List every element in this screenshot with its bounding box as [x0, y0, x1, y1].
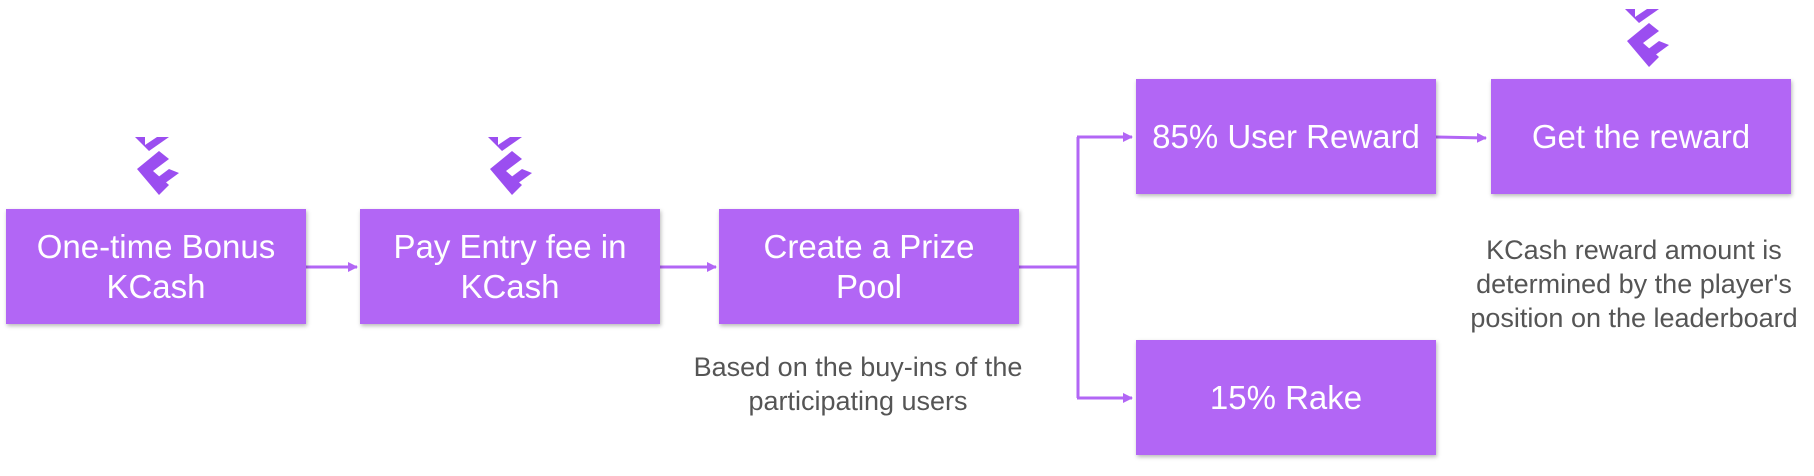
note-reward-amount: KCash reward amount is determined by the…: [1470, 235, 1798, 333]
node-bonus-label: One-time Bonus KCash: [36, 227, 276, 305]
node-rake-label: 15% Rake: [1209, 378, 1363, 416]
kcash-logo-icon: [1625, 9, 1669, 67]
node-get-reward-label: Get the reward: [1531, 117, 1751, 155]
kcash-logo-icon: [135, 137, 179, 195]
arrow-user-reward-to-get-reward: [1435, 132, 1487, 143]
node-prize-pool-label: Create a Prize Pool: [763, 227, 975, 305]
node-user-reward-label: 85% User Reward: [1152, 117, 1420, 155]
node-entry-fee-label: Pay Entry fee in KCash: [393, 227, 627, 305]
kcash-logo-icon: [488, 137, 532, 195]
node-entry-fee: Pay Entry fee in KCash: [360, 209, 660, 324]
node-get-reward: Get the reward: [1491, 79, 1791, 194]
node-bonus: One-time Bonus KCash: [6, 209, 306, 324]
node-prize-pool: Create a Prize Pool: [719, 209, 1019, 324]
node-rake: 15% Rake: [1136, 340, 1436, 455]
note-prize-pool: Based on the buy-ins of the participatin…: [693, 352, 1023, 416]
node-user-reward: 85% User Reward: [1136, 79, 1436, 194]
